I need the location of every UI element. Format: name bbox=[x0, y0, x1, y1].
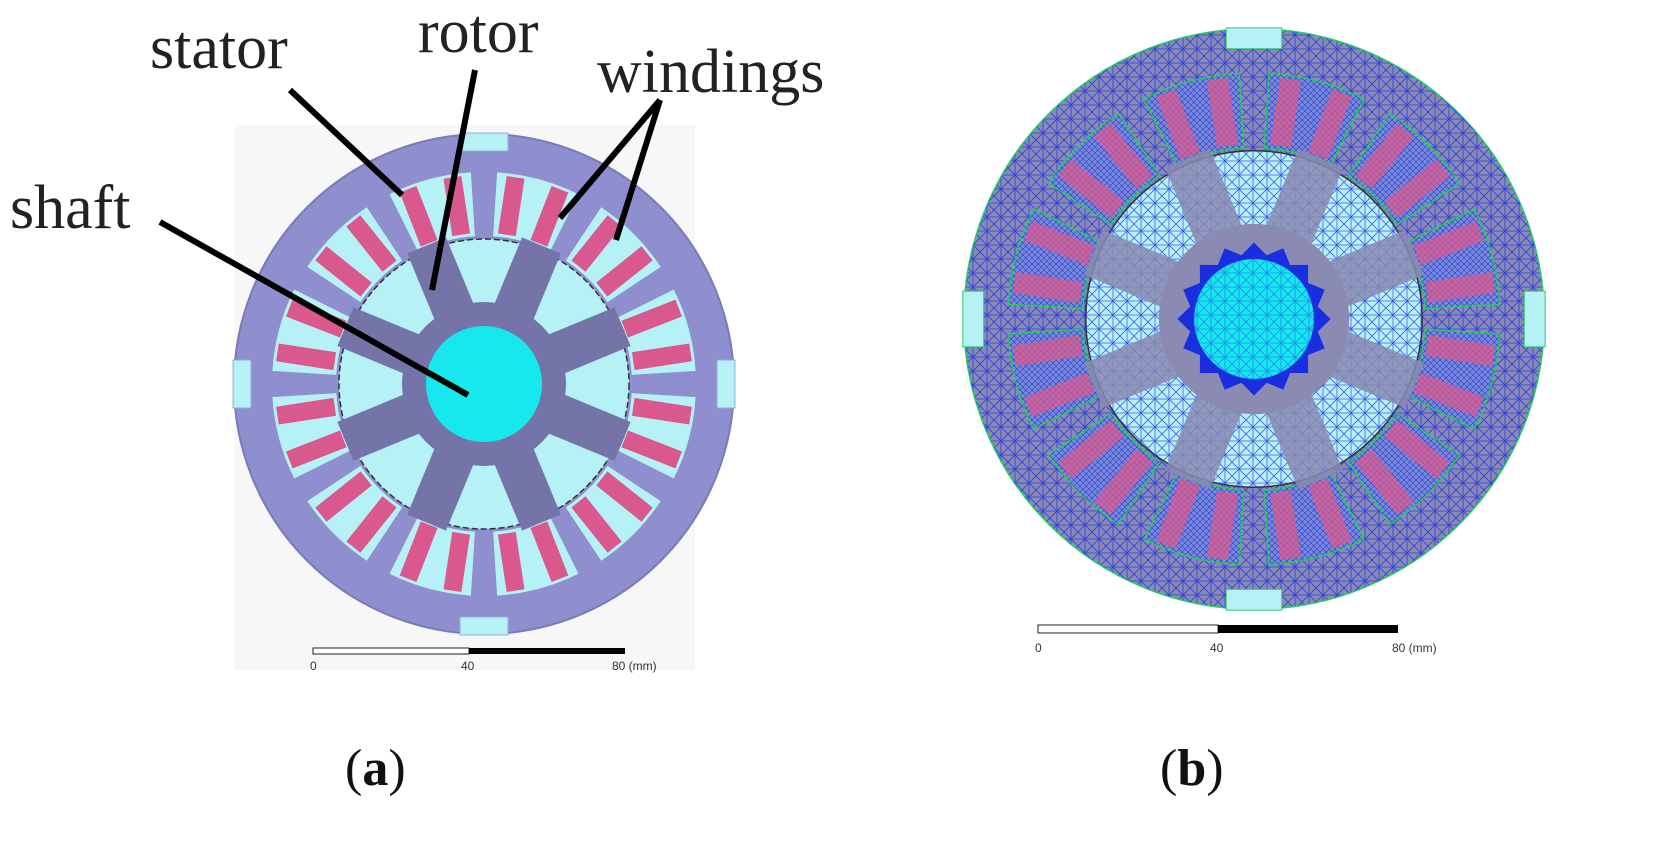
scale-a-tick-40: 40 bbox=[461, 659, 475, 673]
stator-key bbox=[459, 132, 509, 152]
winding bbox=[1156, 89, 1201, 160]
winding bbox=[621, 299, 682, 338]
stator-slot bbox=[565, 465, 661, 561]
winding bbox=[631, 343, 692, 371]
winding bbox=[1425, 272, 1496, 303]
windings-leader-1 bbox=[557, 98, 663, 220]
rotor-leader bbox=[429, 69, 478, 291]
scale-b-tick-0: 0 bbox=[1035, 641, 1042, 655]
shaft-mesh bbox=[1193, 258, 1315, 380]
winding bbox=[596, 246, 653, 297]
stator-key bbox=[962, 290, 985, 348]
winding bbox=[1307, 89, 1352, 160]
winding bbox=[596, 471, 653, 522]
panel-b: 0 40 80 (mm) (b) bbox=[962, 27, 1546, 797]
winding bbox=[1384, 159, 1450, 218]
winding bbox=[1012, 272, 1083, 303]
winding bbox=[1270, 77, 1301, 148]
caption-b-close: ) bbox=[1206, 740, 1223, 797]
winding bbox=[443, 531, 471, 592]
winding bbox=[631, 397, 692, 425]
winding bbox=[276, 397, 337, 425]
winding bbox=[315, 471, 372, 522]
stator-slot bbox=[307, 207, 403, 303]
stator-slot bbox=[307, 465, 403, 561]
stator-leader bbox=[287, 87, 405, 198]
slot-mesh bbox=[1348, 114, 1459, 225]
winding bbox=[1207, 77, 1238, 148]
winding bbox=[1024, 372, 1095, 417]
winding bbox=[1094, 449, 1153, 515]
stator-key bbox=[1225, 588, 1283, 611]
scale-a-tick-0: 0 bbox=[310, 659, 317, 673]
scale-a-tick-80: 80 (mm) bbox=[612, 659, 657, 673]
caption-a-letter: a bbox=[362, 740, 388, 797]
mesh-cross-section bbox=[962, 27, 1546, 611]
winding bbox=[1413, 221, 1484, 266]
shaft-leader bbox=[158, 219, 470, 398]
stator-slot bbox=[565, 207, 661, 303]
winding bbox=[1355, 449, 1414, 515]
shaft bbox=[426, 326, 542, 442]
winding bbox=[399, 521, 438, 582]
winding bbox=[286, 299, 347, 338]
winding bbox=[1024, 221, 1095, 266]
winding bbox=[571, 496, 622, 553]
rotor-label: rotor bbox=[418, 0, 539, 66]
winding bbox=[1270, 490, 1301, 561]
caption-a-open: ( bbox=[345, 740, 362, 797]
winding bbox=[1012, 335, 1083, 366]
caption-b-letter: b bbox=[1177, 740, 1206, 797]
winding bbox=[530, 521, 569, 582]
scale-bar-b: 0 40 80 (mm) bbox=[1035, 624, 1437, 655]
winding bbox=[399, 186, 438, 247]
caption-a-close: ) bbox=[388, 740, 405, 797]
winding bbox=[346, 496, 397, 553]
winding bbox=[276, 343, 337, 371]
winding bbox=[621, 430, 682, 469]
winding bbox=[1355, 123, 1414, 189]
winding bbox=[1307, 478, 1352, 549]
stator-label: stator bbox=[150, 14, 288, 82]
caption-a: (a) bbox=[345, 740, 406, 797]
winding bbox=[286, 430, 347, 469]
winding bbox=[315, 246, 372, 297]
shaft-label: shaft bbox=[10, 174, 131, 242]
slot-mesh bbox=[1049, 114, 1160, 225]
scale-b-tick-80: 80 (mm) bbox=[1392, 641, 1437, 655]
winding bbox=[1207, 490, 1238, 561]
winding bbox=[1425, 335, 1496, 366]
winding bbox=[530, 186, 569, 247]
caption-b: (b) bbox=[1160, 740, 1224, 797]
stator-key bbox=[1523, 290, 1546, 348]
scale-b-tick-40: 40 bbox=[1210, 641, 1224, 655]
stator-key bbox=[232, 359, 252, 409]
stator-key bbox=[1225, 27, 1283, 50]
winding bbox=[1058, 420, 1124, 479]
caption-b-open: ( bbox=[1160, 740, 1177, 797]
scale-bar-a: 0 40 80 (mm) bbox=[310, 647, 657, 673]
winding bbox=[497, 176, 525, 237]
winding bbox=[1156, 478, 1201, 549]
winding bbox=[346, 215, 397, 272]
winding bbox=[1384, 420, 1450, 479]
stator-key bbox=[459, 616, 509, 636]
windings-label: windings bbox=[597, 38, 824, 106]
slot-mesh bbox=[1348, 413, 1459, 524]
winding bbox=[1413, 372, 1484, 417]
winding bbox=[497, 531, 525, 592]
slot-mesh bbox=[1049, 413, 1160, 524]
winding bbox=[571, 215, 622, 272]
leader-lines bbox=[158, 69, 663, 398]
windings-leader-2 bbox=[613, 99, 663, 241]
panel-a: stator rotor windings shaft 0 40 80 (mm)… bbox=[10, 0, 824, 797]
winding bbox=[1058, 159, 1124, 218]
motor-cross-section bbox=[232, 132, 736, 636]
winding bbox=[1094, 123, 1153, 189]
stator-key bbox=[716, 359, 736, 409]
